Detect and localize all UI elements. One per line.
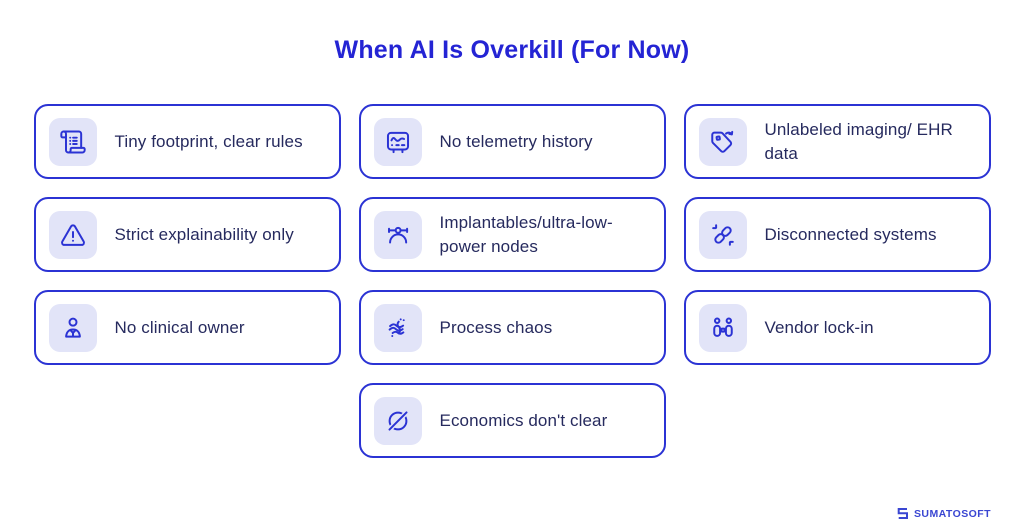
broken-link-icon <box>711 223 734 246</box>
infographic: When AI Is Overkill (For Now) Tiny footp… <box>0 36 1024 519</box>
sumatosoft-s-icon <box>897 508 908 519</box>
slash-circle-icon <box>386 409 409 432</box>
page-title: When AI Is Overkill (For Now) <box>334 36 690 64</box>
card-strict-explainability: Strict explainability only <box>33 197 341 272</box>
clinician-icon <box>64 317 81 338</box>
tangle-scribble-icon <box>388 317 405 337</box>
partners-handshake-icon <box>712 317 733 337</box>
card-label: Disconnected systems <box>764 224 937 244</box>
tag-relabel-icon <box>710 130 733 153</box>
card-process-chaos: Process chaos <box>358 290 666 365</box>
card-label: Strict explainability only <box>114 224 294 244</box>
card-unlabeled-data: Unlabeled imaging/ EHR data <box>683 104 991 179</box>
card-label: No telemetry history <box>439 131 593 151</box>
card-implantables: Implantables/ultra-low-power nodes <box>358 197 666 272</box>
scroll-checklist-icon <box>59 130 86 153</box>
card-disconnected-systems: Disconnected systems <box>683 197 991 272</box>
card-no-telemetry: No telemetry history <box>358 104 666 179</box>
card-tiny-footprint: Tiny footprint, clear rules <box>33 104 341 179</box>
card-label: Implantables/ultra-low-power nodes <box>439 213 613 256</box>
card-label: Tiny footprint, clear rules <box>114 131 303 151</box>
logo-text: SUMATOSOFT <box>913 507 991 519</box>
card-economics: Economics don't clear <box>358 383 666 458</box>
sumatosoft-logo: SUMATOSOFT <box>896 507 991 519</box>
card-no-clinical-owner: No clinical owner <box>33 290 341 365</box>
telemetry-monitor-icon <box>386 131 409 153</box>
card-label: Economics don't clear <box>439 410 608 430</box>
card-grid: Tiny footprint, clear rules No telemetry… <box>33 104 991 458</box>
card-label: Process chaos <box>439 317 553 337</box>
card-label: Vendor lock-in <box>764 317 874 337</box>
card-label: No clinical owner <box>114 317 245 337</box>
bezier-node-icon <box>387 226 408 243</box>
card-vendor-lock-in: Vendor lock-in <box>683 290 991 365</box>
warning-triangle-icon <box>60 223 85 246</box>
card-label: Unlabeled imaging/ EHR data <box>764 120 953 163</box>
